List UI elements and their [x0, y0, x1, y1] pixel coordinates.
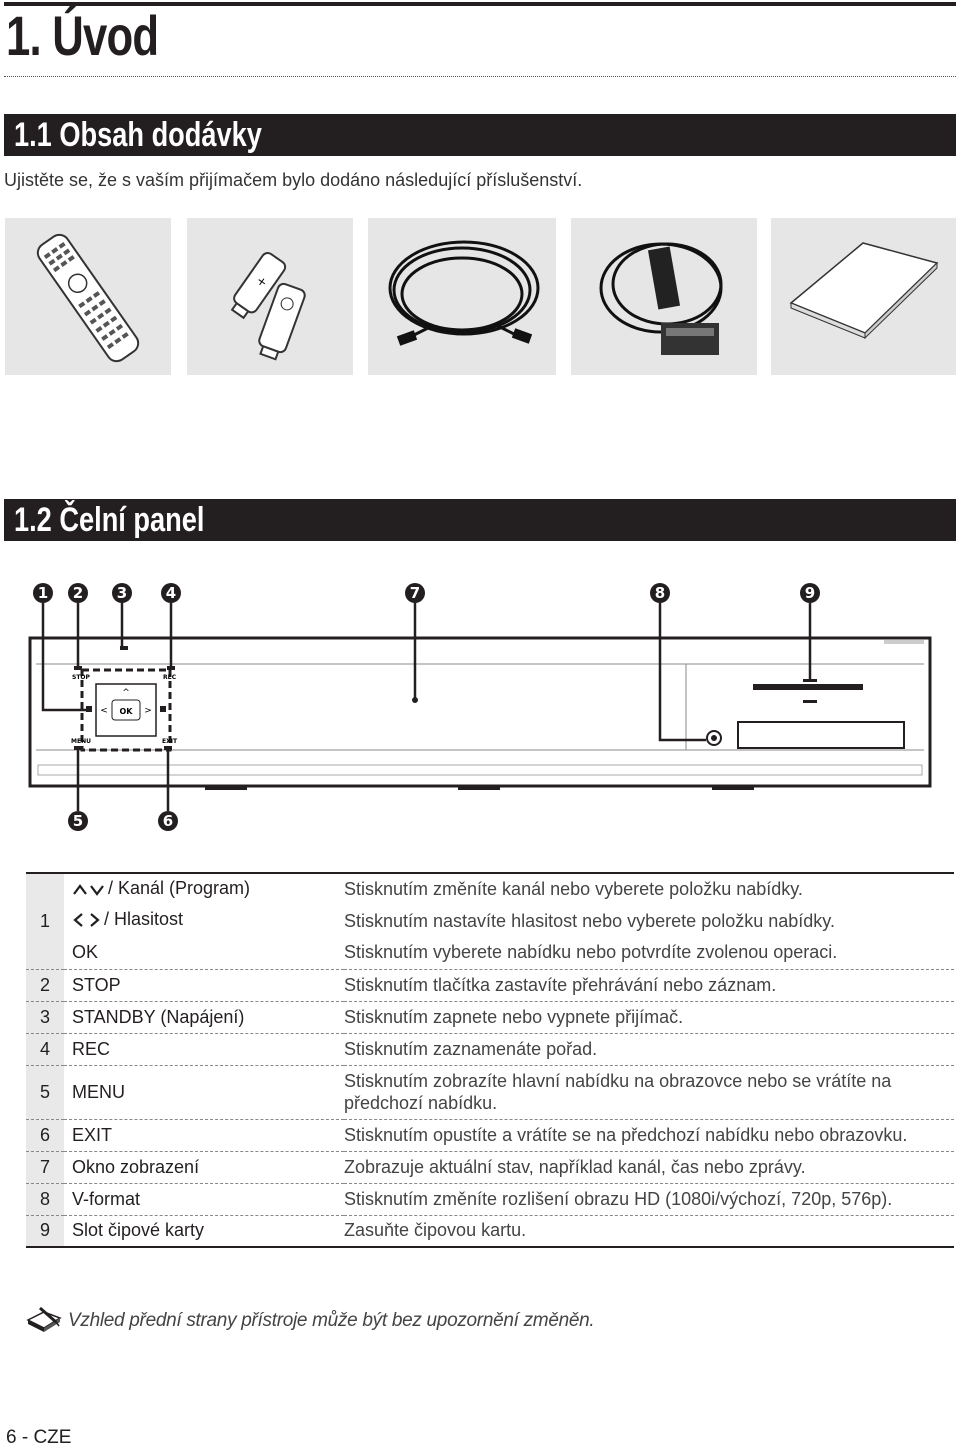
accessory-scart-cable	[571, 218, 757, 375]
rec-key-label: REC	[163, 674, 177, 681]
row-description: Zasuňte čipovou kartu.	[344, 1220, 527, 1241]
row-name: STOP	[72, 974, 121, 995]
table-row: 5 MENU Stisknutím zobrazíte hlavní nabíd…	[26, 1065, 954, 1119]
row-name: / Hlasitost	[64, 905, 344, 937]
chapter-title: 1. Úvod	[6, 4, 159, 67]
svg-text:4: 4	[166, 584, 176, 602]
row-name: / Kanál (Program)	[64, 873, 344, 905]
table-row: / Hlasitost Stisknutím nastavíte hlasito…	[26, 905, 954, 937]
svg-text:1: 1	[38, 584, 48, 602]
callout-2: 2	[68, 583, 88, 603]
section-title: 1.1 Obsah dodávky	[14, 116, 262, 154]
note-pencil-icon	[26, 1306, 62, 1332]
front-panel-svg: 1 2 3 4 7 8 9 5 6 OK ^ < >	[28, 583, 932, 831]
accessory-hdmi-cable	[368, 218, 556, 375]
section-title: 1.2 Čelní panel	[14, 501, 205, 539]
row-description: Stisknutím vyberete nabídku nebo potvrdí…	[344, 942, 838, 963]
hdmi-cable-icon	[388, 240, 540, 346]
row-name: STANDBY (Napájení)	[72, 1006, 245, 1027]
row-number: 1	[26, 873, 64, 969]
manual-booklet-icon	[789, 242, 939, 340]
stop-key-label: STOP	[72, 674, 91, 681]
row-number: 8	[26, 1183, 64, 1215]
row-description: Stisknutím nastavíte hlasitost nebo vybe…	[344, 910, 835, 931]
table-row: 9 Slot čipové karty Zasuňte čipovou kart…	[26, 1215, 954, 1247]
table-row: 4 REC Stisknutím zaznamenáte pořad.	[26, 1033, 954, 1065]
svg-text:7: 7	[410, 584, 420, 602]
svg-text:3: 3	[117, 584, 127, 602]
top-rule	[4, 2, 956, 6]
table-row: 1 / Kanál (Program) Stisknutím změníte k…	[26, 873, 954, 969]
row-name: EXIT	[72, 1124, 113, 1145]
left-right-arrows-icon	[72, 912, 102, 933]
accessory-manual	[771, 218, 956, 375]
row-number: 9	[26, 1215, 64, 1247]
row-number: 4	[26, 1033, 64, 1065]
table-row: 6 EXIT Stisknutím opustíte a vrátíte se …	[26, 1119, 954, 1151]
row-name: MENU	[72, 1081, 125, 1102]
svg-text:<: <	[100, 706, 108, 716]
row-name: Okno zobrazení	[72, 1156, 200, 1177]
section-header-contents: 1.1 Obsah dodávky	[4, 114, 956, 156]
table-row: 8 V-format Stisknutím změníte rozlišení …	[26, 1183, 954, 1215]
batteries-icon: +	[230, 251, 306, 361]
table-row: 2 STOP Stisknutím tlačítka zastavíte pře…	[26, 969, 954, 1001]
callout-6: 6	[158, 811, 178, 831]
front-panel-table: 1 / Kanál (Program) Stisknutím změníte k…	[26, 872, 954, 1248]
svg-text:>: >	[144, 706, 152, 716]
exit-key-label: EXIT	[162, 738, 178, 745]
row-name: OK	[72, 942, 99, 963]
svg-text:8: 8	[655, 584, 665, 602]
callout-9: 9	[800, 583, 820, 603]
table-row: OK Stisknutím vyberete nabídku nebo potv…	[26, 937, 954, 969]
scart-cable-icon	[599, 242, 723, 355]
menu-key-label: MENU	[71, 738, 91, 745]
row-number: 5	[26, 1065, 64, 1119]
callout-4: 4	[161, 583, 181, 603]
callout-8: 8	[650, 583, 670, 603]
row-number: 7	[26, 1151, 64, 1183]
ok-key-label: OK	[120, 707, 134, 716]
row-description: Stisknutím zobrazíte hlavní nabídku na o…	[344, 1071, 892, 1113]
svg-text:2: 2	[73, 584, 83, 602]
row-number: 6	[26, 1119, 64, 1151]
remote-control-icon	[36, 233, 140, 363]
row-description: Stisknutím zapnete nebo vypnete přijímač…	[344, 1006, 684, 1027]
svg-text:9: 9	[805, 584, 815, 602]
accessory-remote	[5, 218, 171, 375]
page-number: 6 - CZE	[6, 1427, 72, 1448]
table-row: 7 Okno zobrazení Zobrazuje aktuální stav…	[26, 1151, 954, 1183]
callout-7: 7	[405, 583, 425, 603]
section-header-front-panel: 1.2 Čelní panel	[4, 499, 956, 541]
accessory-batteries: +	[187, 218, 353, 375]
row-name: V-format	[72, 1188, 141, 1209]
up-down-arrows-icon	[72, 881, 106, 902]
row-number: 3	[26, 1001, 64, 1033]
note: Vzhled přední strany přístroje může být …	[26, 1306, 626, 1340]
row-description: Stisknutím změníte rozlišení obrazu HD (…	[344, 1188, 893, 1209]
callout-1: 1	[33, 583, 53, 603]
svg-text:^: ^	[122, 688, 130, 698]
callout-5: 5	[68, 811, 88, 831]
svg-text:5: 5	[73, 812, 83, 830]
table-row: 3 STANDBY (Napájení) Stisknutím zapnete …	[26, 1001, 954, 1033]
svg-text:6: 6	[163, 812, 173, 830]
row-description: Stisknutím zaznamenáte pořad.	[344, 1038, 598, 1059]
front-panel-diagram: 1 2 3 4 7 8 9 5 6 OK ^ < >	[0, 570, 960, 840]
row-number: 2	[26, 969, 64, 1001]
row-description: Stisknutím opustíte a vrátíte se na před…	[344, 1124, 908, 1145]
row-name: Slot čipové karty	[72, 1220, 205, 1241]
row-description: Stisknutím změníte kanál nebo vyberete p…	[344, 879, 803, 899]
dotted-divider	[4, 76, 956, 77]
note-text: Vzhled přední strany přístroje může být …	[68, 1310, 595, 1331]
row-name: REC	[72, 1038, 111, 1059]
intro-text: Ujistěte se, že s vaším přijímačem bylo …	[4, 170, 583, 190]
row-description: Stisknutím tlačítka zastavíte přehrávání…	[344, 974, 777, 995]
callout-3: 3	[112, 583, 132, 603]
row-description: Zobrazuje aktuální stav, například kanál…	[344, 1156, 806, 1177]
